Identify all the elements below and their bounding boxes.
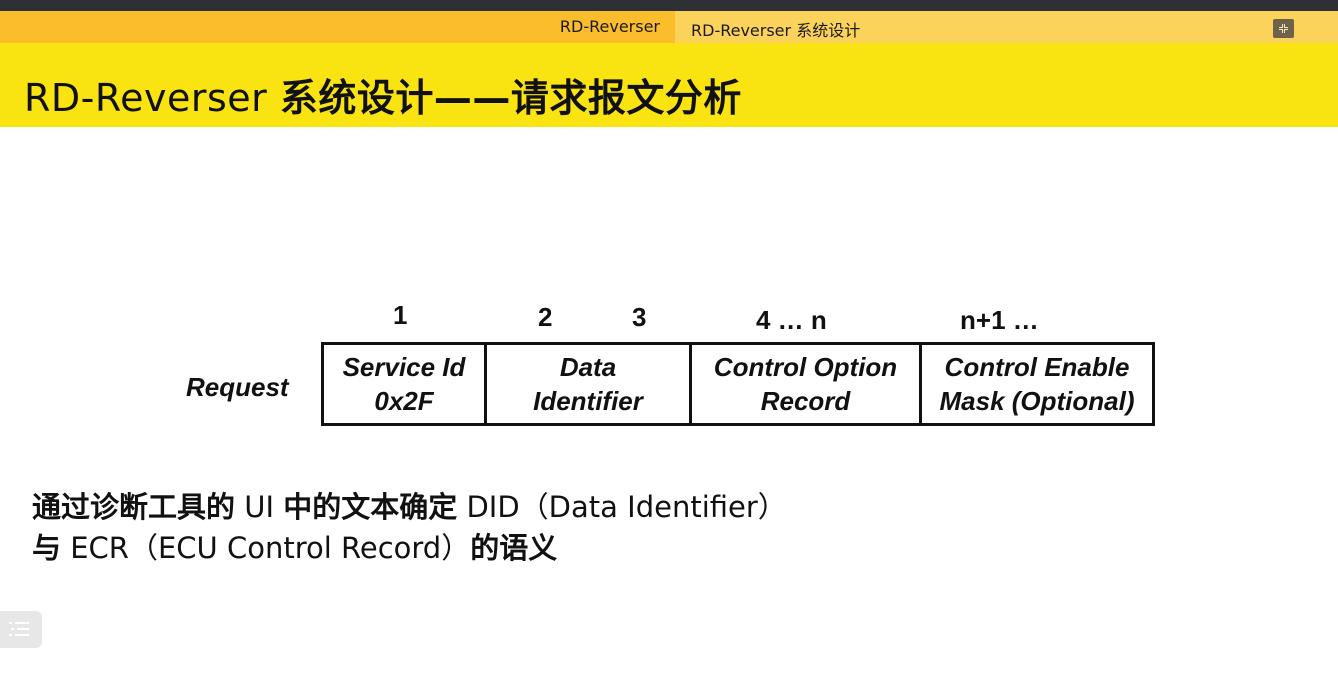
body-line-1-part-c: 中的文本确定 bbox=[283, 490, 458, 524]
body-line-1: 通过诊断工具的 UI 中的文本确定 DID（Data Identifier） bbox=[32, 487, 787, 528]
slide-title-cjk: 系统设计——请求报文分析 bbox=[279, 76, 742, 120]
slide-title-latin: RD-Reverser bbox=[24, 76, 280, 120]
body-line-2-part-c: 的语义 bbox=[470, 531, 558, 565]
field-data-identifier-line1: Data bbox=[559, 352, 617, 382]
field-data-identifier: Data Identifier bbox=[487, 345, 692, 423]
request-row-label: Request bbox=[186, 372, 289, 402]
field-control-enable-line1: Control Enable bbox=[944, 352, 1130, 382]
list-outline-icon[interactable] bbox=[0, 611, 42, 648]
field-control-enable-line2: Mask (Optional) bbox=[939, 386, 1135, 416]
field-control-enable-mask: Control Enable Mask (Optional) bbox=[922, 345, 1152, 423]
section-navigation-bar: RD-Reverser RD-Reverser 系统设计 bbox=[0, 11, 1338, 43]
collapse-fullscreen-icon[interactable] bbox=[1273, 19, 1294, 38]
byte-number-4-n: 4 … n bbox=[756, 305, 827, 335]
body-line-1-part-b: UI bbox=[235, 490, 284, 524]
body-line-1-part-d: DID（Data Identifier） bbox=[457, 490, 787, 524]
field-control-option-line1: Control Option bbox=[713, 352, 898, 382]
field-service-id-line1: Service Id bbox=[342, 352, 466, 382]
slide-body-text: 通过诊断工具的 UI 中的文本确定 DID（Data Identifier） 与… bbox=[32, 487, 787, 569]
body-line-2-part-b: ECR（ECU Control Record） bbox=[61, 531, 471, 565]
request-fields-table: Service Id 0x2F Data Identifier Control … bbox=[321, 342, 1155, 426]
field-control-option-record: Control Option Record bbox=[692, 345, 922, 423]
byte-number-3: 3 bbox=[632, 302, 647, 332]
nav-section-area bbox=[0, 11, 675, 43]
field-service-id-line2: 0x2F bbox=[374, 386, 434, 416]
body-line-1-part-a: 通过诊断工具的 bbox=[32, 490, 236, 524]
field-control-option-line2: Record bbox=[760, 386, 851, 416]
body-line-2-part-a: 与 bbox=[32, 531, 62, 565]
nav-subsection-link[interactable]: RD-Reverser 系统设计 bbox=[691, 21, 861, 40]
request-format-diagram: 1 2 3 4 … n n+1 … Request Service Id 0x2… bbox=[180, 300, 1170, 435]
body-line-2: 与 ECR（ECU Control Record）的语义 bbox=[32, 528, 787, 569]
slide-title-bar: RD-Reverser 系统设计——请求报文分析 bbox=[0, 43, 1338, 127]
slide-title: RD-Reverser 系统设计——请求报文分析 bbox=[24, 67, 742, 122]
window-top-strip bbox=[0, 0, 1338, 11]
field-data-identifier-line2: Identifier bbox=[533, 386, 643, 416]
byte-number-n-plus-1: n+1 … bbox=[960, 305, 1039, 335]
nav-section-link[interactable]: RD-Reverser bbox=[559, 17, 660, 36]
byte-number-2: 2 bbox=[538, 302, 553, 332]
byte-number-1: 1 bbox=[393, 300, 408, 330]
nav-subsection-area bbox=[675, 11, 1338, 43]
field-service-id: Service Id 0x2F bbox=[324, 345, 487, 423]
